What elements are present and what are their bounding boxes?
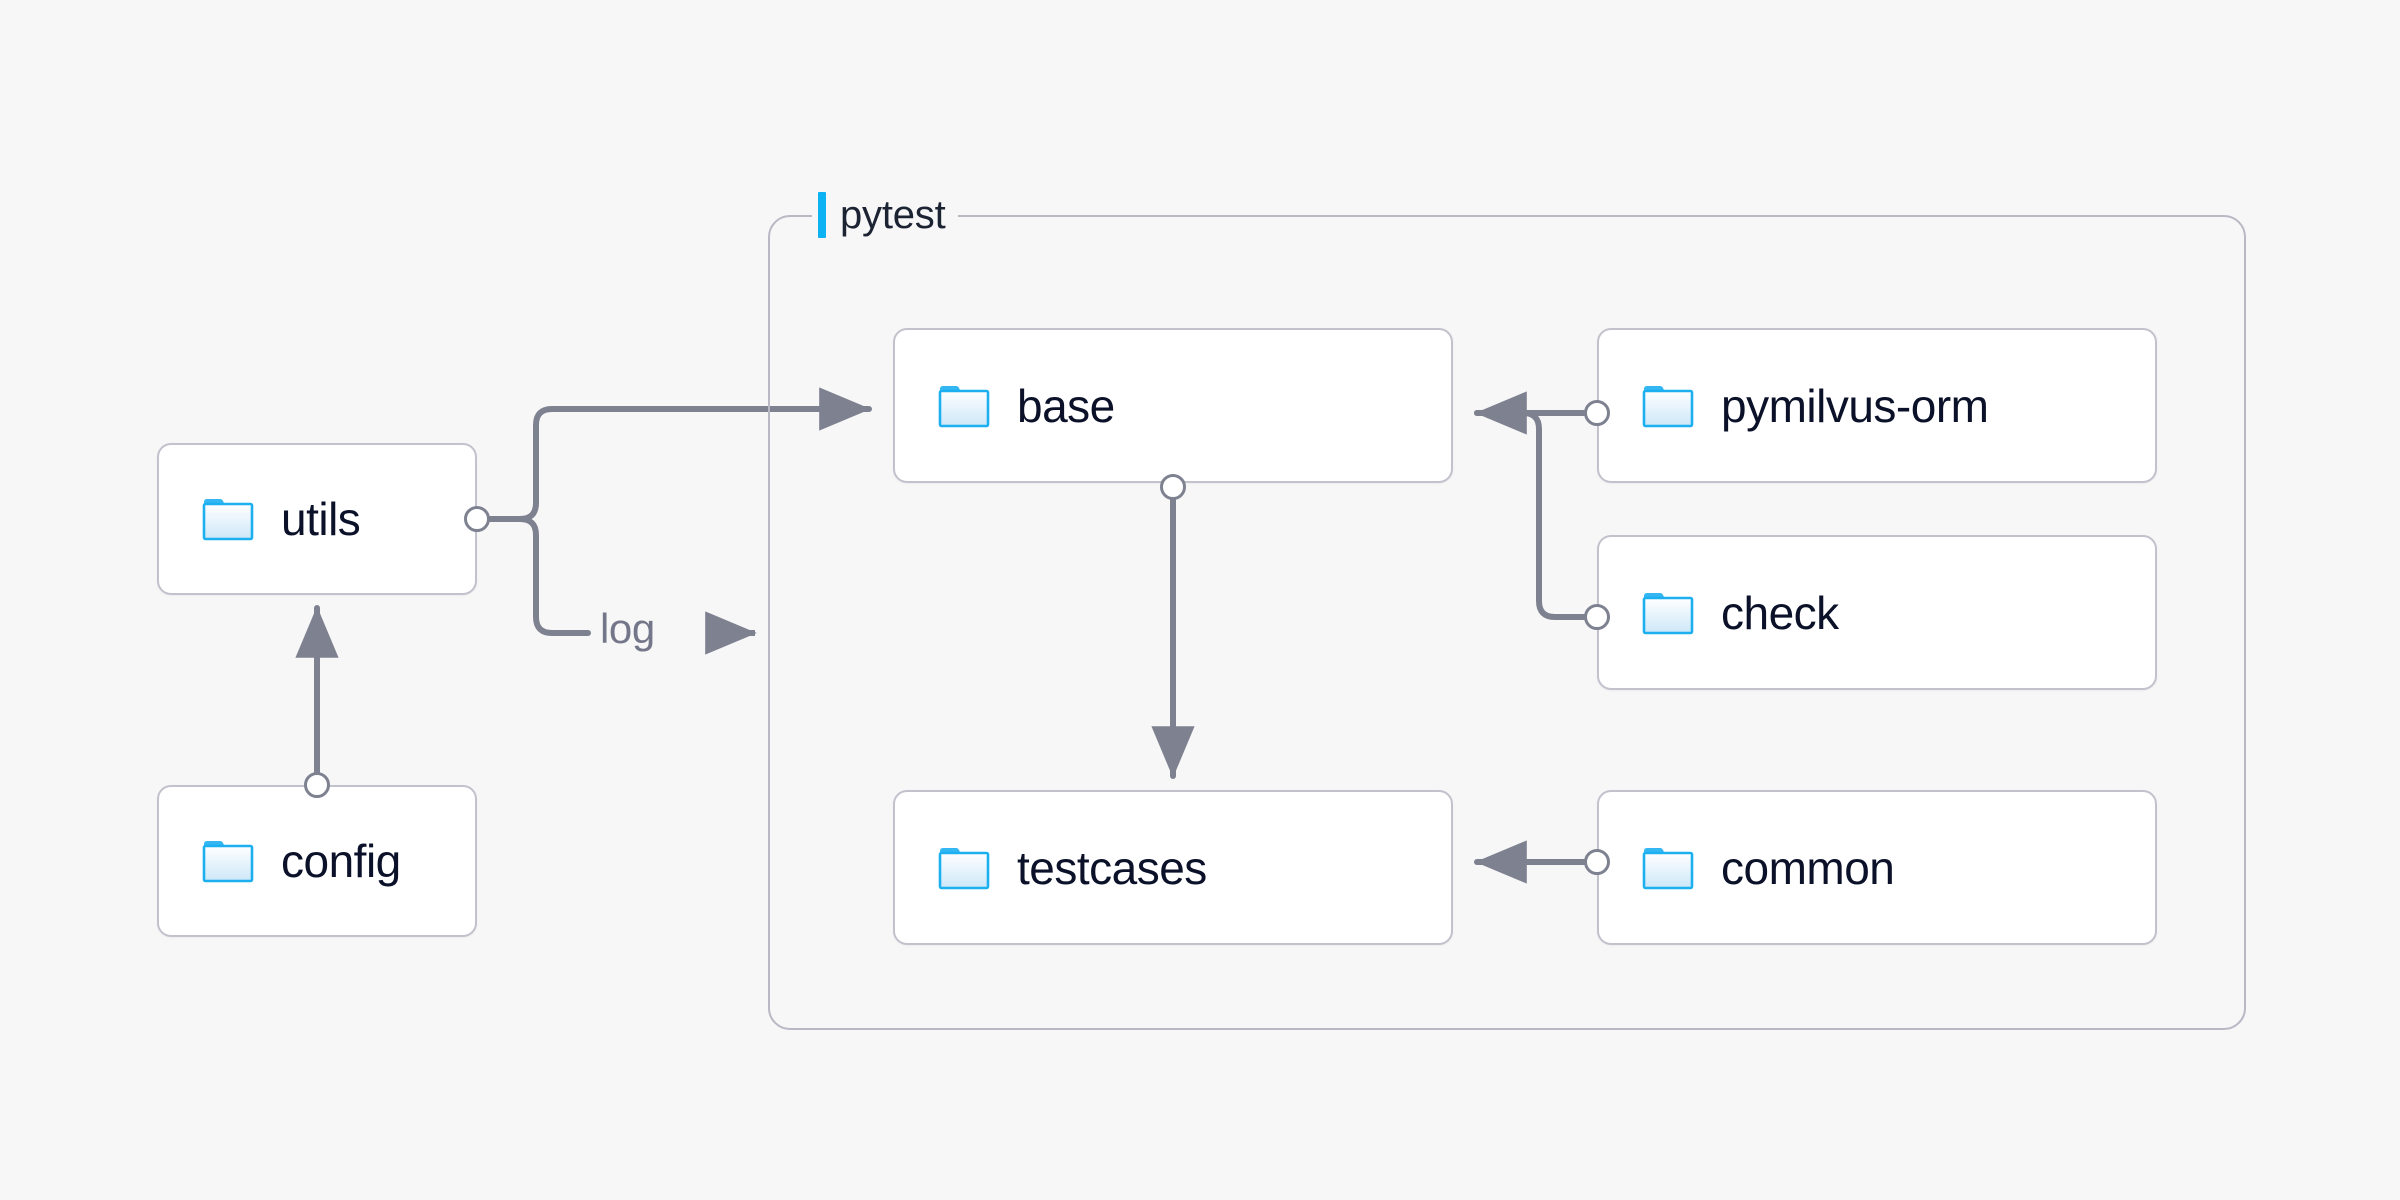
port-check-left[interactable] (1584, 604, 1610, 630)
port-pymilvus-orm-left[interactable] (1584, 400, 1610, 426)
group-container-pytest[interactable] (768, 215, 2246, 1030)
port-utils-right[interactable] (464, 506, 490, 532)
node-pymilvus-orm[interactable]: pymilvus-orm (1597, 328, 2157, 483)
node-config[interactable]: config (157, 785, 477, 937)
node-check[interactable]: check (1597, 535, 2157, 690)
node-label-base: base (1017, 379, 1115, 432)
group-accent-bar (818, 192, 826, 238)
node-utils[interactable]: utils (157, 443, 477, 595)
port-common-left[interactable] (1584, 849, 1610, 875)
node-label-common: common (1721, 841, 1895, 894)
node-testcases[interactable]: testcases (893, 790, 1453, 945)
node-label-config: config (281, 835, 401, 887)
folder-icon (202, 841, 254, 883)
port-base-bottom[interactable] (1160, 474, 1186, 500)
folder-icon (1642, 847, 1694, 889)
port-config-top[interactable] (304, 772, 330, 798)
folder-icon (938, 847, 990, 889)
group-label-text: pytest (840, 193, 946, 237)
folder-icon (1642, 385, 1694, 427)
group-label-pytest: pytest (812, 188, 958, 242)
edge-label-log: log (600, 605, 655, 652)
node-label-check: check (1721, 586, 1839, 639)
folder-icon (938, 385, 990, 427)
folder-icon (1642, 592, 1694, 634)
edge-utils-to-log (487, 516, 591, 636)
node-label-testcases: testcases (1017, 841, 1207, 894)
folder-icon (202, 499, 254, 541)
node-base[interactable]: base (893, 328, 1453, 483)
node-label-utils: utils (281, 493, 361, 545)
node-label-pymilvus-orm: pymilvus-orm (1721, 379, 1989, 432)
node-common[interactable]: common (1597, 790, 2157, 945)
